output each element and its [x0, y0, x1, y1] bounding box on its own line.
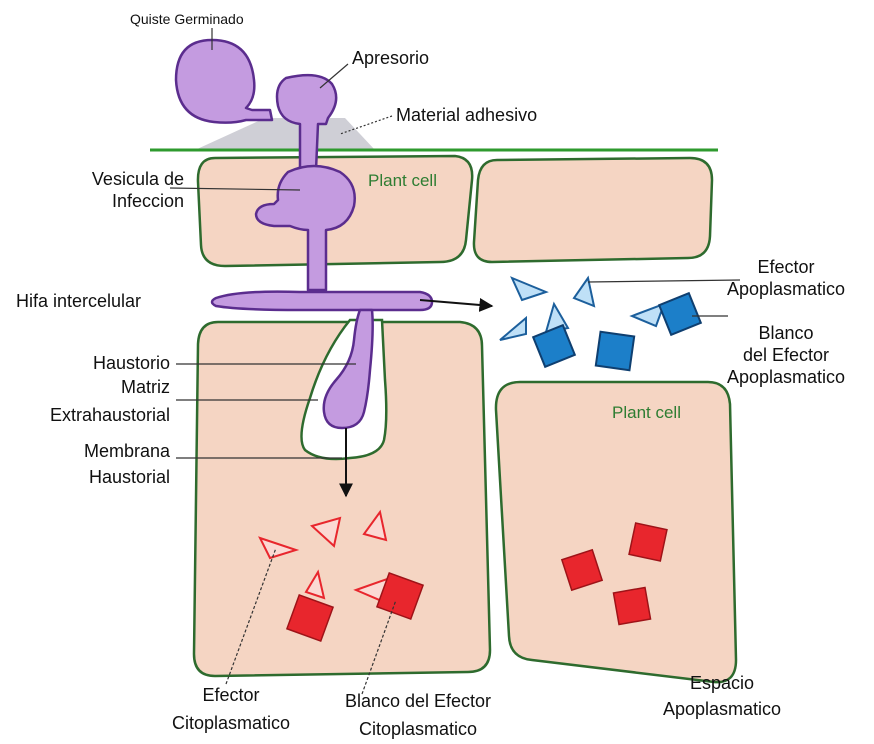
- germinated-cyst: [176, 40, 272, 123]
- label-efector-citoplasmatico: Efector Citoplasmatico: [146, 684, 316, 734]
- label-haustorio: Haustorio: [20, 352, 170, 374]
- apoplastic-effectors: [500, 278, 664, 340]
- label-membrana-line2: Haustorial: [20, 466, 170, 488]
- label-membrana-haustorial: Membrana Haustorial: [20, 440, 170, 488]
- label-matriz-line1: Matriz: [2, 376, 170, 398]
- label-blanco-efector-citoplasmatico: Blanco del Efector Citoplasmatico: [318, 690, 518, 740]
- plant-cell-bottom-right: [496, 382, 736, 682]
- label-quiste-germinado: Quiste Germinado: [130, 8, 244, 30]
- label-efector-apo-line2: Apoplasmatico: [702, 278, 870, 300]
- apoplastic-effector: [512, 278, 546, 300]
- intercellular-hypha: [212, 292, 432, 310]
- label-plant-cell-right: Plant cell: [612, 402, 681, 424]
- apoplastic-target: [659, 293, 701, 335]
- label-vesicula-line2: Infeccion: [36, 190, 184, 212]
- apoplastic-effector: [500, 318, 526, 340]
- label-efector-apoplasmatico: Efector Apoplasmatico: [702, 256, 870, 300]
- label-matriz-extrahaustorial: Matriz Extrahaustorial: [2, 376, 170, 426]
- label-material-adhesivo: Material adhesivo: [396, 104, 537, 126]
- label-efector-apo-line1: Efector: [702, 256, 870, 278]
- label-apresorio: Apresorio: [352, 47, 429, 69]
- cytoplasmic-target: [613, 587, 650, 624]
- label-blanco-efector-apoplasmatico: Blanco del Efector Apoplasmatico: [702, 322, 870, 388]
- label-efector-cito-line2: Citoplasmatico: [146, 712, 316, 734]
- label-espacio-line2: Apoplasmatico: [632, 698, 812, 720]
- apoplastic-target: [596, 332, 634, 370]
- label-espacio-line1: Espacio: [632, 672, 812, 694]
- apoplastic-target: [533, 325, 575, 367]
- label-plant-cell-top: Plant cell: [368, 170, 437, 192]
- label-blanco-apo-line1: Blanco: [702, 322, 870, 344]
- label-vesicula-line1: Vesicula de: [36, 168, 184, 190]
- label-membrana-line1: Membrana: [20, 440, 170, 462]
- label-vesicula-infeccion: Vesicula de Infeccion: [36, 168, 184, 212]
- label-blanco-apo-line3: Apoplasmatico: [702, 366, 870, 388]
- apoplastic-targets: [533, 293, 701, 370]
- label-espacio-apoplasmatico: Espacio Apoplasmatico: [632, 672, 812, 720]
- leader-apresorio: [320, 64, 348, 88]
- cytoplasmic-target: [629, 523, 667, 561]
- plant-cell-top-right: [474, 158, 712, 262]
- label-matriz-line2: Extrahaustorial: [2, 404, 170, 426]
- label-blanco-cito-line2: Citoplasmatico: [318, 718, 518, 740]
- label-blanco-apo-line2: del Efector: [702, 344, 870, 366]
- label-efector-cito-line1: Efector: [146, 684, 316, 706]
- label-blanco-cito-line1: Blanco del Efector: [318, 690, 518, 712]
- label-hifa-intercelular: Hifa intercelular: [16, 290, 141, 312]
